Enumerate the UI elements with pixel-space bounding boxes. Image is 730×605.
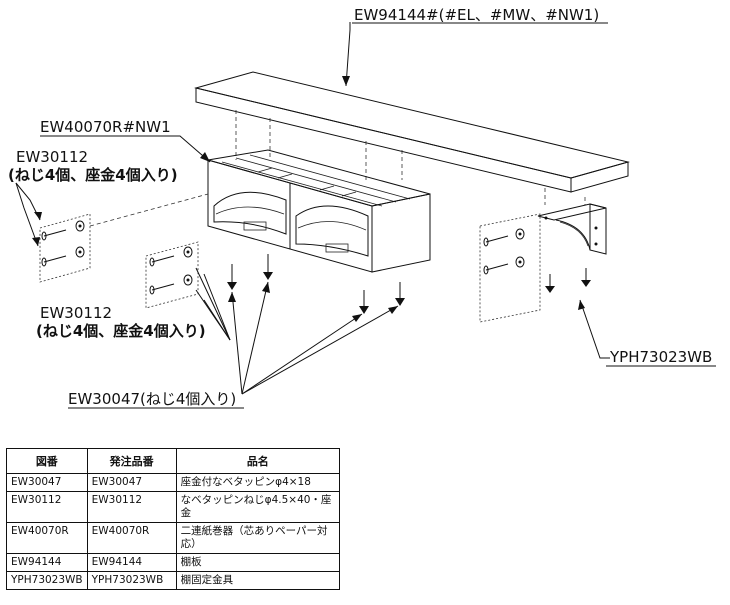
holder-bottom-screws bbox=[227, 254, 405, 314]
table-row: EW94144 EW94144 棚板 bbox=[6, 553, 341, 572]
shelf-board bbox=[194, 71, 630, 193]
middle-screw-group bbox=[145, 241, 199, 309]
col-header-product-name: 品名 bbox=[175, 448, 341, 474]
cell-figure-no: EW94144 bbox=[6, 553, 88, 572]
table-row: EW30047 EW30047 座金付なベタッピンφ4×18 bbox=[6, 473, 341, 492]
shelf-guide-lines bbox=[235, 110, 586, 205]
bracket-code-label: YPH73023WB bbox=[609, 348, 712, 366]
table-row: EW30112 EW30112 なベタッピンねじφ4.5×40・座金 bbox=[6, 491, 341, 523]
left-screw-group bbox=[39, 193, 209, 283]
exploded-assembly-diagram: EW94144#(#EL、#MW、#NW1) EW40070R#NW1 EW30… bbox=[8, 6, 716, 409]
leader-lines bbox=[15, 22, 610, 395]
cell-figure-no: EW30047 bbox=[6, 473, 88, 492]
cell-order-no: YPH73023WB bbox=[86, 571, 177, 590]
cell-product-name: 二連紙巻器（芯ありペーパー対応） bbox=[175, 522, 341, 554]
parts-list-table: 図番 発注品番 品名 EW30047 EW30047 座金付なベタッピンφ4×1… bbox=[6, 448, 341, 590]
screw-code-bottom-label: EW30047(ねじ4個入り) bbox=[68, 390, 236, 408]
cell-product-name: 棚板 bbox=[175, 553, 341, 572]
screw-code-mid-label: EW30112 bbox=[40, 304, 112, 322]
screw-desc-mid-label: (ねじ4個、座金4個入り) bbox=[36, 322, 206, 340]
screw-code-left-label: EW30112 bbox=[16, 148, 88, 166]
shelf-bracket bbox=[537, 203, 607, 255]
table-header-row: 図番 発注品番 品名 bbox=[6, 448, 341, 474]
cell-order-no: EW30112 bbox=[86, 491, 177, 523]
cell-figure-no: EW30112 bbox=[6, 491, 88, 523]
cell-order-no: EW94144 bbox=[86, 553, 177, 572]
cell-product-name: 棚固定金具 bbox=[175, 571, 341, 590]
shelf-code-label: EW94144#(#EL、#MW、#NW1) bbox=[354, 6, 599, 24]
cell-figure-no: EW40070R bbox=[6, 522, 88, 554]
cell-product-name: 座金付なベタッピンφ4×18 bbox=[175, 473, 341, 492]
table-row: EW40070R EW40070R 二連紙巻器（芯ありペーパー対応） bbox=[6, 522, 341, 554]
col-header-figure-no: 図番 bbox=[6, 448, 88, 474]
paper-holder-unit bbox=[207, 149, 431, 273]
table-row: YPH73023WB YPH73023WB 棚固定金具 bbox=[6, 571, 341, 590]
cell-order-no: EW40070R bbox=[86, 522, 177, 554]
cell-product-name: なベタッピンねじφ4.5×40・座金 bbox=[175, 491, 341, 523]
col-header-order-no: 発注品番 bbox=[86, 448, 177, 474]
right-screw-group bbox=[479, 213, 591, 323]
cell-order-no: EW30047 bbox=[86, 473, 177, 492]
cell-figure-no: YPH73023WB bbox=[6, 571, 88, 590]
screw-desc-left-label: (ねじ4個、座金4個入り) bbox=[8, 166, 178, 184]
holder-code-label: EW40070R#NW1 bbox=[40, 118, 171, 136]
